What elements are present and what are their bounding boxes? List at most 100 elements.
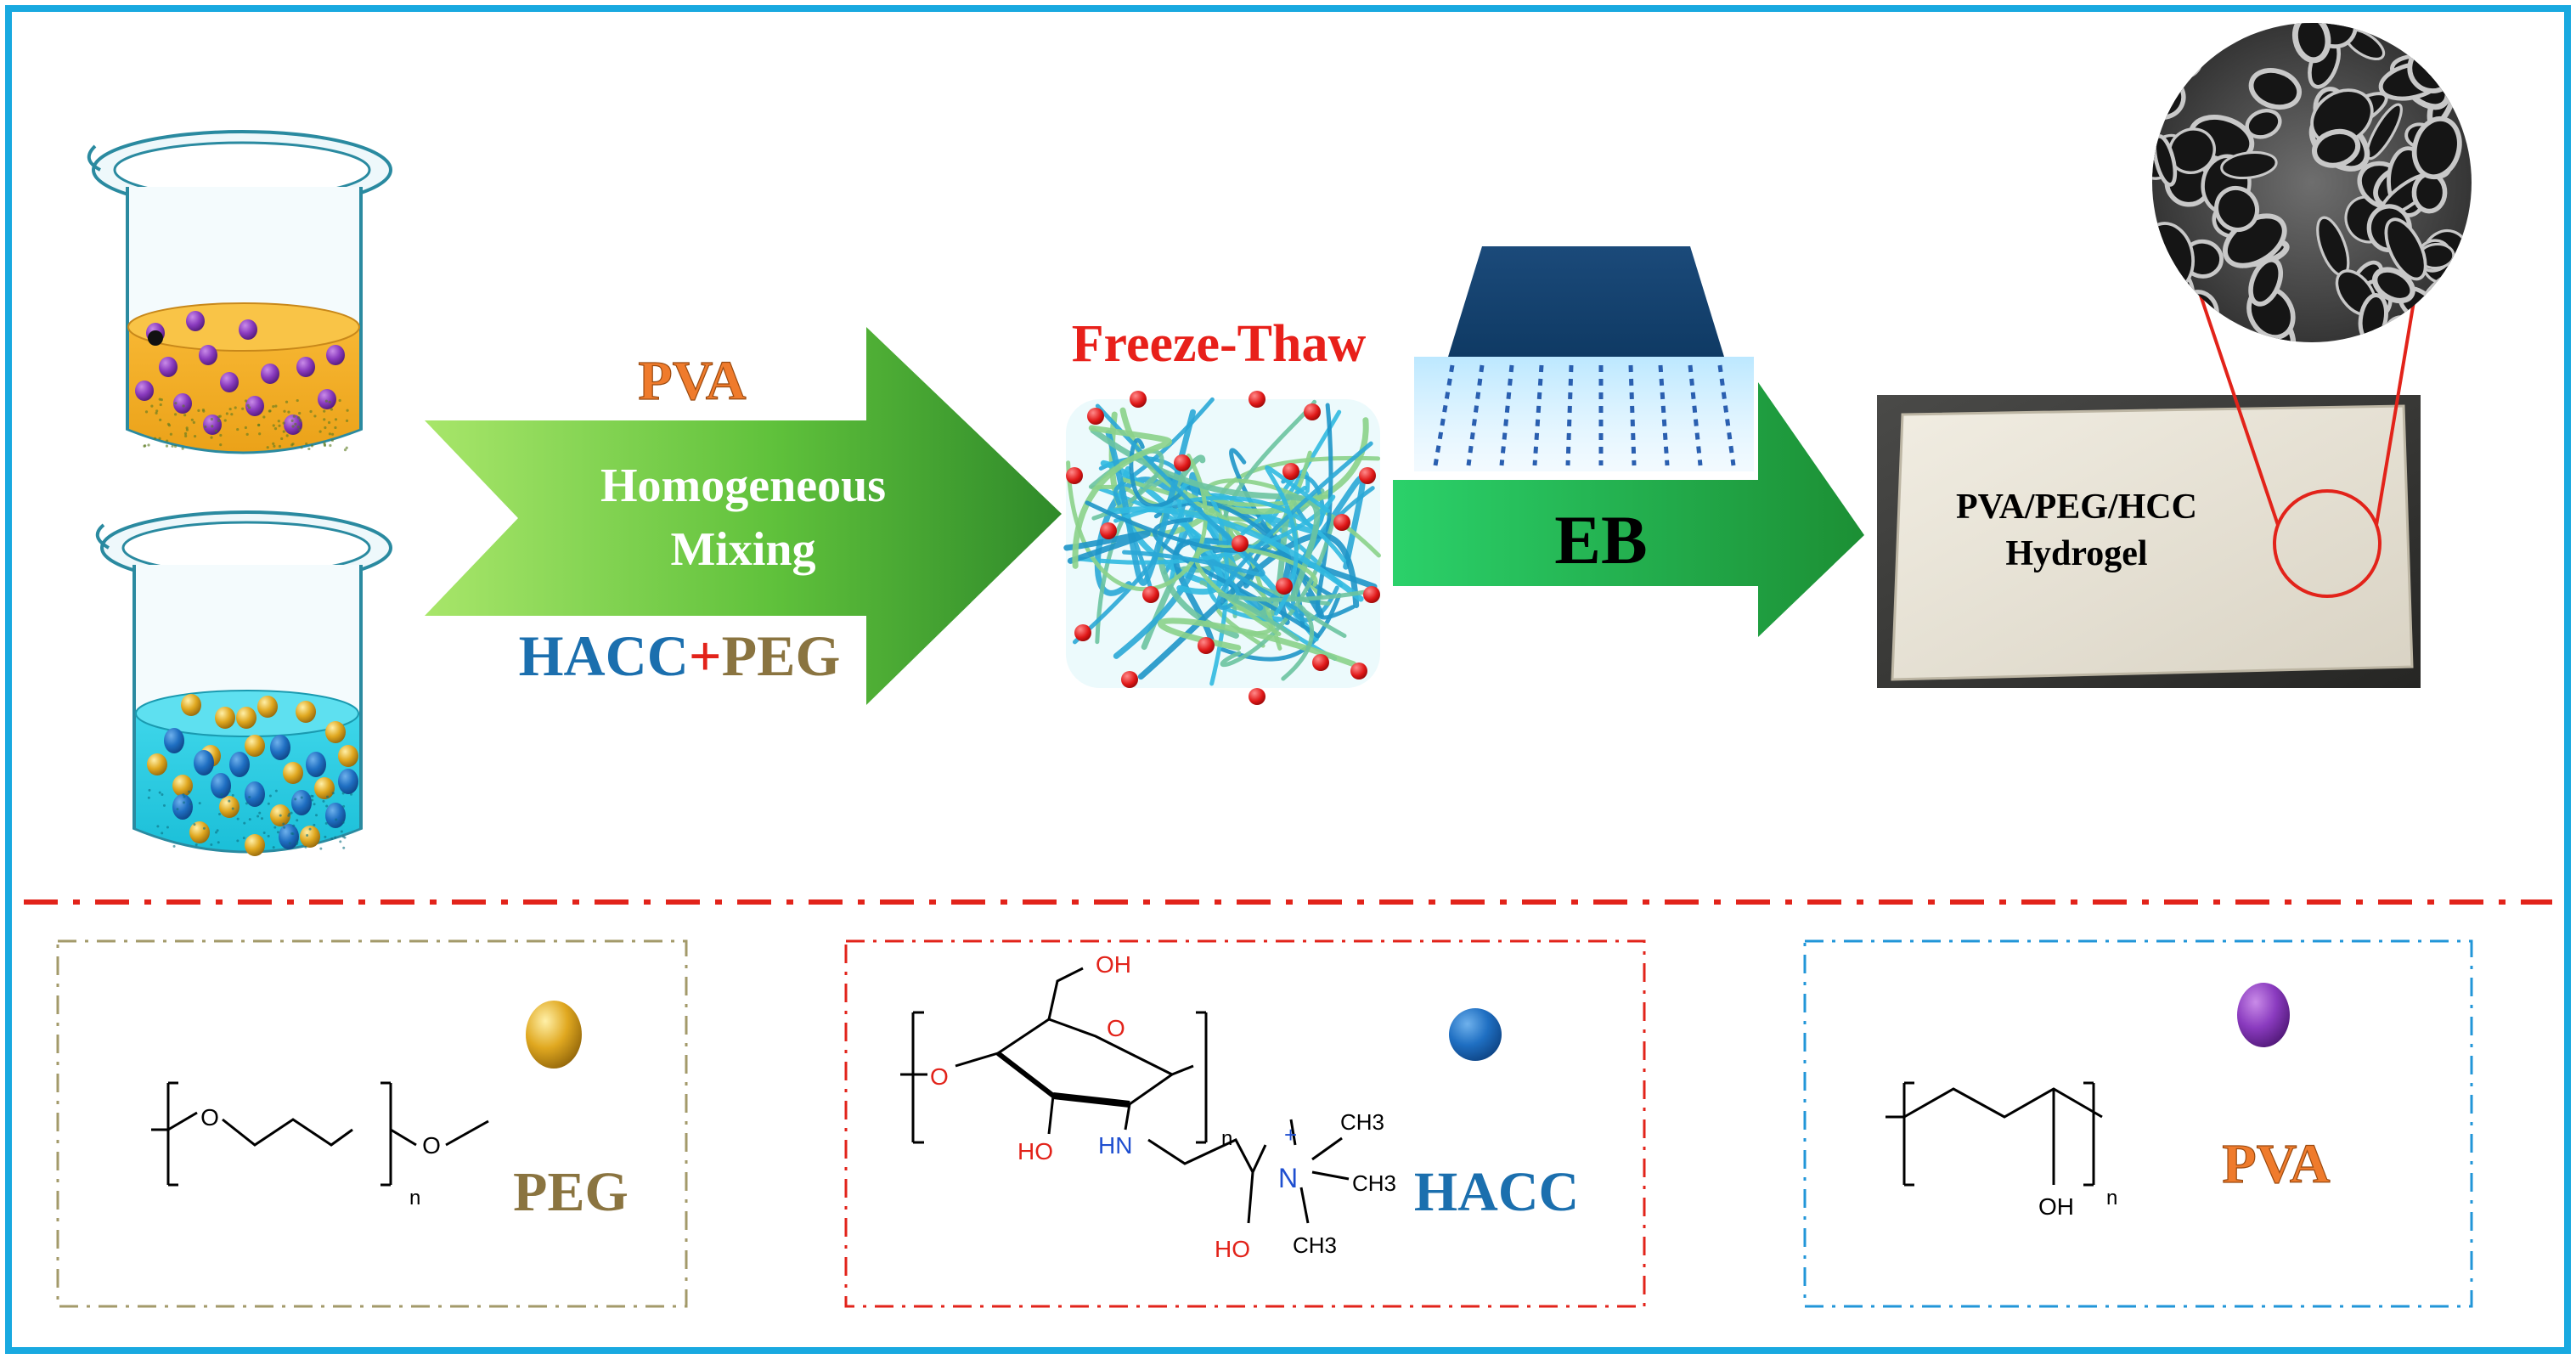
sediment-dot (323, 443, 327, 448)
plus-label-part: + (689, 623, 722, 688)
crosslink-point (1198, 637, 1215, 654)
sediment-dot (183, 414, 187, 417)
pva-bead (261, 364, 279, 384)
sediment-dot (183, 795, 186, 798)
sediment-dot (282, 421, 285, 425)
zoom-region-circle (2273, 489, 2382, 598)
mixing-arrow (425, 327, 1062, 705)
peg-legend-box (56, 939, 688, 1308)
sediment-dot (248, 796, 251, 799)
hacc-ch3-1: CH3 (1340, 1109, 1384, 1135)
sediment-dot (258, 811, 262, 815)
sediment-dot (193, 435, 197, 438)
sem-pore (2411, 172, 2448, 214)
sem-pore (2372, 267, 2415, 304)
sediment-dot (223, 419, 227, 422)
sediment-dot (278, 444, 282, 448)
crosslink-point (1359, 467, 1376, 484)
peg-bead (296, 701, 316, 723)
sediment-dot (307, 447, 311, 451)
sediment-dot (277, 420, 280, 423)
sediment-dot (300, 796, 303, 799)
sediment-dot (248, 818, 251, 821)
sediment-dot (296, 843, 299, 846)
sediment-dot (334, 836, 337, 839)
hacc-n-plus: N (1278, 1163, 1298, 1193)
sediment-dot (166, 826, 169, 829)
sediment-dot (350, 792, 353, 796)
sediment-dot (290, 811, 293, 815)
sediment-dot (211, 425, 214, 428)
polymer-strand (1218, 589, 1370, 642)
hacc-bead (229, 752, 250, 777)
sediment-dot (147, 443, 150, 447)
sediment-dot (329, 443, 332, 448)
sediment-dot (260, 817, 263, 820)
sediment-dot (169, 432, 172, 436)
sediment-dot (210, 417, 213, 421)
sediment-dot (193, 823, 196, 826)
sediment-dot (298, 411, 302, 415)
sediment-dot (273, 826, 277, 829)
pva-bead (296, 357, 315, 377)
sediment-dot (282, 822, 285, 826)
sediment-dot (210, 843, 213, 846)
crosslink-point (1074, 624, 1091, 641)
sem-pore (2442, 282, 2472, 316)
pva-bead (186, 311, 205, 331)
sediment-dot (256, 815, 260, 818)
sediment-dot (290, 832, 294, 835)
hacc-oh-top: OH (1096, 951, 1131, 978)
hacc-ch3-3: CH3 (1293, 1232, 1337, 1258)
sediment-dot (144, 444, 147, 448)
peg-bead (325, 721, 346, 743)
sediment-dot (234, 406, 237, 409)
hacc-bead (306, 752, 326, 777)
sediment-dot (246, 403, 250, 407)
sediment-dot (231, 807, 234, 810)
sediment-dot (283, 409, 286, 413)
sediment-dot (166, 422, 171, 426)
sediment-dot (287, 410, 290, 414)
sediment-dot (272, 846, 275, 849)
electron-beam-line (1433, 364, 1455, 466)
sediment-dot (159, 403, 162, 407)
sediment-dot (150, 404, 154, 408)
sediment-dot (185, 428, 189, 431)
sediment-dot (217, 841, 220, 844)
peg-bead (189, 821, 210, 843)
hacc-bead (172, 794, 193, 820)
sediment-dot (160, 398, 163, 402)
sediment-dot (202, 826, 206, 830)
outer-frame (5, 5, 2571, 1354)
sediment-dot (309, 409, 313, 414)
sediment-dot (330, 408, 333, 411)
sediment-dot (268, 409, 272, 413)
sediment-dot (241, 407, 245, 410)
peg-bead (245, 735, 265, 757)
sediment-dot (184, 434, 188, 437)
sediment-dot (257, 423, 261, 427)
hacc-bead-icon (1449, 1008, 1502, 1061)
sem-pore (2248, 257, 2284, 307)
crosslink-point (1363, 586, 1380, 603)
pva-bead-icon (2237, 983, 2290, 1047)
hacc-bead (194, 750, 214, 775)
peg-bead (338, 745, 358, 767)
sediment-dot (217, 419, 221, 423)
electron-beam-line (1658, 364, 1670, 466)
electron-beam-line (1628, 364, 1637, 466)
sediment-dot (198, 802, 201, 805)
crosslink-point (1312, 654, 1329, 671)
sediment-dot (174, 402, 178, 405)
hacc-bead (291, 790, 312, 815)
hacc-o-ring: O (1107, 1015, 1125, 1041)
sediment-dot (189, 803, 193, 806)
sediment-dot (161, 793, 164, 797)
sediment-dot (345, 446, 348, 449)
crosslink-point (1350, 663, 1367, 680)
sediment-dot (328, 432, 332, 436)
sediment-dot (276, 831, 279, 834)
hacc-n-subscript: n (1221, 1127, 1232, 1150)
sediment-dot (147, 796, 150, 799)
